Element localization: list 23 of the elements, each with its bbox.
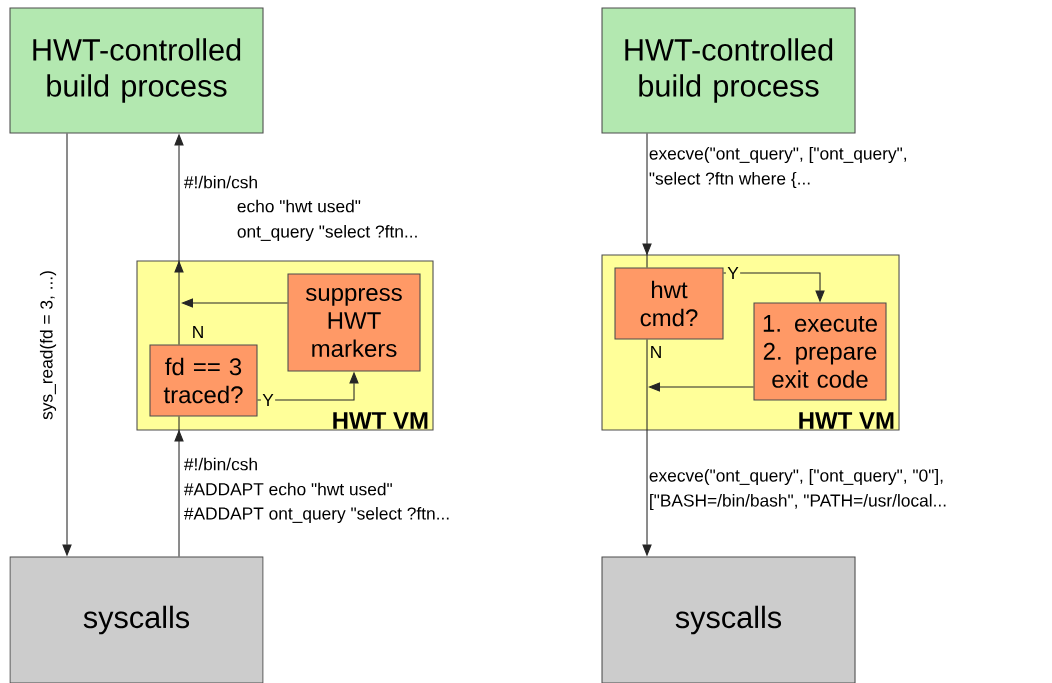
decision-box: hwt cmd?: [614, 267, 724, 340]
arrow: [181, 298, 288, 308]
code-text: echo "hwt used": [237, 199, 361, 213]
step-box: 1. execute 2. prepare exit code: [753, 302, 887, 401]
process-box: HWT-controlled build process: [9, 7, 264, 134]
code-text: execve("ont_query", ["ont_query", "0"],: [649, 468, 943, 486]
syscalls-box: syscalls: [9, 556, 264, 683]
code-text: #ADDAPT ont_query "select ?ftn...: [183, 506, 449, 524]
edge-label: sys_read(fd = 3, ...): [38, 268, 58, 422]
code-text: "select ?ftn where {...: [649, 171, 810, 189]
code-text: ont_query "select ?ftn...: [237, 224, 417, 242]
arrow: [174, 416, 184, 557]
code-text: #!/bin/csh: [183, 175, 257, 189]
code-text: execve("ont_query", ["ont_query",: [649, 146, 907, 164]
arrow: [642, 133, 652, 268]
syscalls-box: syscalls: [601, 556, 856, 683]
decision-box: fd == 3 traced?: [149, 344, 258, 417]
process-box: HWT-controlled build process: [601, 7, 856, 134]
code-text: #!/bin/csh: [183, 457, 257, 471]
code-text: ["BASH=/bin/bash", "PATH=/usr/local...: [650, 493, 946, 511]
step-box: suppress HWT markers: [287, 273, 421, 372]
arrow: [648, 382, 754, 392]
code-text: #ADDAPT echo "hwt used": [183, 482, 392, 496]
